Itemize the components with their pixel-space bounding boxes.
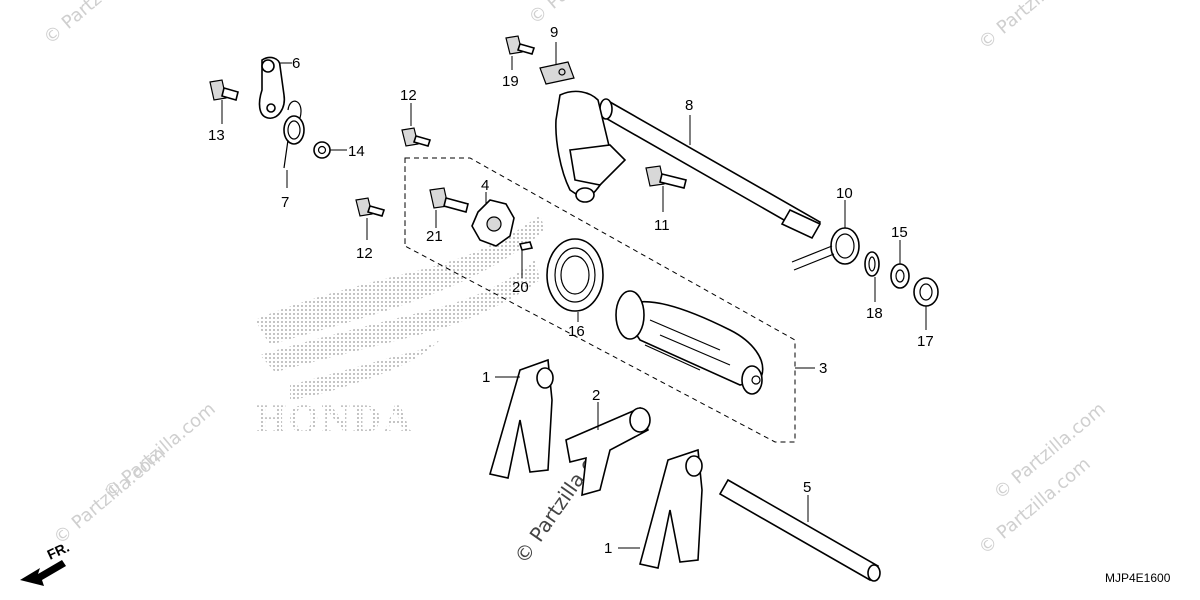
callout-16: 16: [568, 323, 585, 340]
callout-1-right: 1: [604, 540, 612, 557]
part-9-plate: [539, 61, 575, 85]
callout-12-left: 12: [356, 245, 373, 262]
callout-18: 18: [866, 305, 883, 322]
callout-14: 14: [348, 143, 365, 160]
part-12-bolt-left: [355, 197, 386, 217]
assembly-outline: [404, 157, 796, 443]
callout-15: 15: [891, 224, 908, 241]
callout-9: 9: [550, 24, 558, 41]
callout-20: 20: [512, 279, 529, 296]
part-18-circlip: [864, 251, 880, 277]
part-10-spring: [791, 227, 860, 271]
part-12-bolt-top: [401, 127, 432, 147]
part-3-shift-drum: [615, 290, 764, 395]
callout-17: 17: [917, 333, 934, 350]
part-13-bolt: [209, 79, 239, 101]
front-arrow-icon: [20, 560, 66, 586]
callout-4: 4: [481, 177, 489, 194]
callout-8: 8: [685, 97, 693, 114]
part-8-shift-shaft: [555, 90, 822, 240]
part-20-pin: [518, 241, 534, 251]
part-1-fork-right: [639, 448, 703, 569]
callout-3: 3: [819, 360, 827, 377]
part-1-fork-left: [488, 358, 554, 479]
callout-10: 10: [836, 185, 853, 202]
part-2-fork-center: [565, 406, 651, 497]
part-16-bearing: [546, 238, 604, 312]
part-4-star-cam: [471, 199, 515, 247]
callout-6: 6: [292, 55, 300, 72]
callout-11: 11: [654, 217, 670, 234]
diagram-code: MJP4E1600: [1105, 571, 1171, 585]
part-11-bolt: [645, 165, 687, 189]
callout-13: 13: [208, 127, 225, 144]
part-17-seal: [913, 277, 939, 307]
watermark-6: © Partzilla.com: [100, 398, 220, 503]
leader-lines: [221, 42, 927, 549]
callout-labels: 6 7 13 14 12 12 19 9 8 11 10 15 18 17 21…: [208, 24, 934, 557]
part-5-fork-shaft: [718, 478, 881, 582]
part-14-washer: [313, 141, 331, 159]
part-6-plate: [258, 56, 286, 119]
callout-2: 2: [592, 387, 600, 404]
callout-7: 7: [281, 194, 289, 211]
callout-12-top: 12: [400, 87, 417, 104]
callout-19: 19: [502, 73, 519, 90]
part-21-bolt: [429, 187, 469, 213]
watermark-1: © Partzilla.com: [40, 0, 160, 49]
callout-21: 21: [426, 228, 443, 245]
front-direction-indicator: FR.: [20, 539, 72, 586]
part-7-spring: [283, 100, 305, 169]
callout-1-left: 1: [482, 369, 490, 386]
callout-5: 5: [803, 479, 811, 496]
watermark-3: © Partzilla.com: [975, 0, 1095, 54]
honda-logo-text: HONDA: [255, 396, 414, 441]
watermark-2: © Partzilla.com: [525, 0, 645, 29]
part-19-bolt: [505, 35, 536, 55]
honda-wing-logo: HONDA: [255, 215, 545, 441]
part-15-washer: [890, 263, 910, 289]
